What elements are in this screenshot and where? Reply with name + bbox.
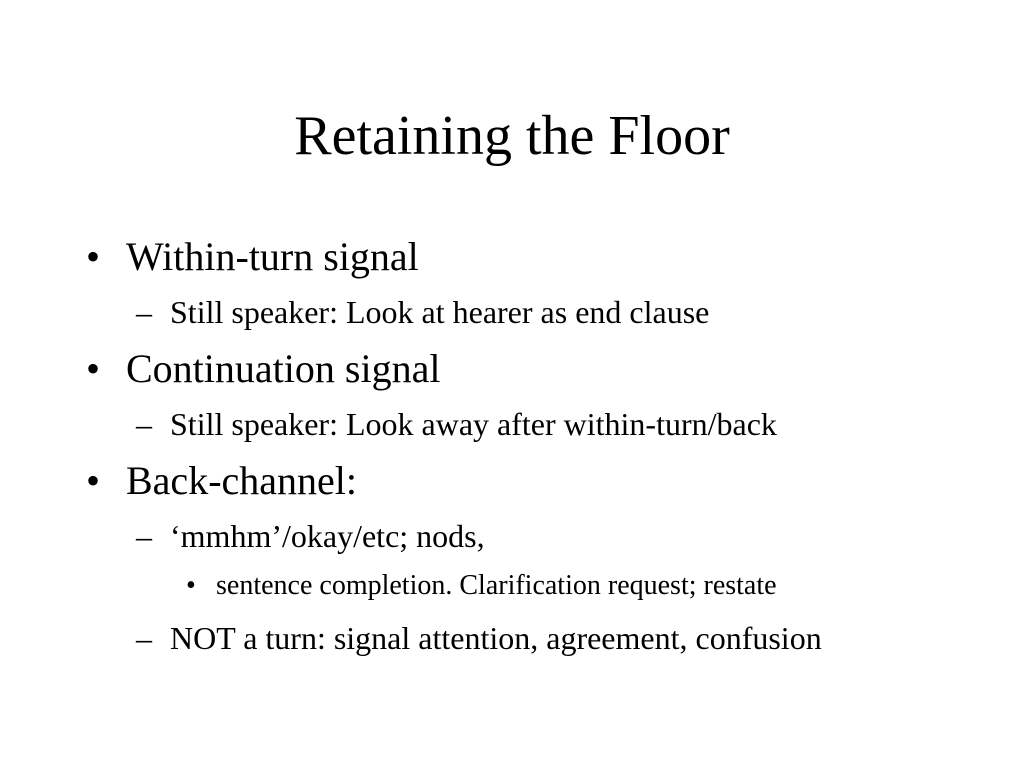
dash-icon: – [136, 294, 152, 330]
sub-sub-bullet-text: sentence completion. Clarification reque… [216, 570, 777, 601]
bullet-text: Continuation signal [126, 346, 441, 391]
bullet-item: • Within-turn signal [86, 232, 966, 282]
sub-bullet-item: – Still speaker: Look away after within-… [86, 402, 966, 446]
slide-body: • Within-turn signal – Still speaker: Lo… [86, 232, 966, 670]
sub-bullet-item: – NOT a turn: signal attention, agreemen… [86, 616, 966, 660]
slide-title: Retaining the Floor [294, 105, 730, 167]
bullet-text: Back-channel: [126, 458, 357, 503]
bullet-icon: • [86, 458, 101, 503]
sub-bullet-text: NOT a turn: signal attention, agreement,… [170, 620, 822, 656]
dash-icon: – [136, 406, 152, 442]
bullet-item: • Back-channel: [86, 456, 966, 506]
bullet-item: • Continuation signal [86, 344, 966, 394]
sub-bullet-text: ‘mmhm’/okay/etc; nods, [170, 518, 485, 554]
sub-bullet-text: Still speaker: Look away after within-tu… [170, 406, 777, 442]
sub-bullet-item: – ‘mmhm’/okay/etc; nods, [86, 514, 966, 558]
dash-icon: – [136, 620, 152, 656]
sub-bullet-text: Still speaker: Look at hearer as end cla… [170, 294, 710, 330]
sub-sub-bullet-item: • sentence completion. Clarification req… [86, 568, 966, 604]
bullet-icon: • [186, 570, 196, 601]
sub-bullet-item: – Still speaker: Look at hearer as end c… [86, 290, 966, 334]
bullet-icon: • [86, 234, 101, 279]
bullet-text: Within-turn signal [126, 234, 419, 279]
dash-icon: – [136, 518, 152, 554]
bullet-icon: • [86, 346, 101, 391]
